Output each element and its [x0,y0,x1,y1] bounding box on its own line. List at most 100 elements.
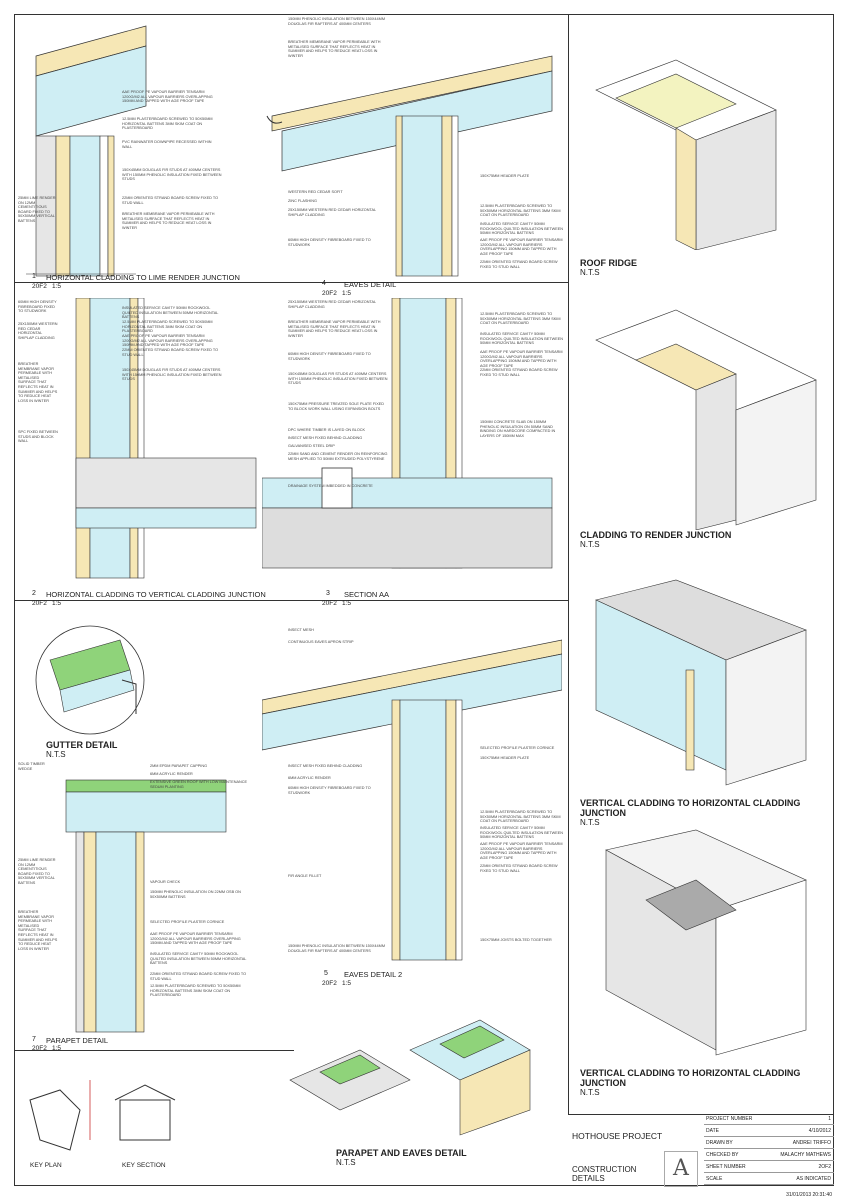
annotation: DRAINAGE SYSTEM IMBEDDED IN CONCRETE [288,484,373,488]
section-number: 7 [32,1036,36,1043]
annotation: EXTENSIVE GREEN ROOF WITH LOW MAINTENANC… [150,780,248,789]
annotation: INSECT MESH FIXED BEHIND CLADDING [288,436,363,440]
annotation: 22mm ORIENTED STRAND BOARD SCREW FIXED T… [480,864,558,873]
section-5-drawing [262,639,562,961]
section-2-drawing [75,298,257,579]
annotation: CONTINUOUS EAVES APRON STRIP [288,640,354,644]
annotation: 25X150mm WESTERN RED CEDAR HORIZONTAL SH… [288,300,376,309]
section-3-drawing [262,298,553,569]
scale: 1:5 [342,980,352,987]
sheet-ref: 20F2 [32,283,47,290]
section-title: SECTION AA [344,590,390,599]
annotation: 150mm PHENOLIC INSULATION BETWEEN 150x44… [288,944,385,953]
annotation: 150X75mm PRESSURE TREATED SOLE PLATE FIX… [288,402,385,411]
annotation: 6mm ACRYLIC RENDER [288,776,331,780]
annotation: GALVANISED STEEL DRIP [288,444,335,448]
row-divider [14,282,568,283]
annotation: 2mm EPDM PARAPET CAPPING [150,764,208,768]
section-title: HORIZONTAL CLADDING TO LIME RENDER JUNCT… [46,273,240,282]
annotation: VAPOUR CHECK [150,880,181,884]
annotation: SELECTED PROFILE PLASTER CORNICE [480,746,555,750]
annotation: 25mm LIME RENDER ON 12mm CEMENTITIOUS BO… [18,858,56,885]
annotation: AAE PROOF PE VAPOUR BARRIER TENSARM 1200… [480,842,563,860]
section-number: 5 [324,970,328,977]
annotation: BREATHER MEMBRANE VAPOR PERMEABLE WITH M… [288,320,381,338]
annotation: BREATHER MEMBRANE VAPOR PERMEABLE WITH M… [18,362,58,403]
annotation: 22mm ORIENTED STRAND BOARD SCREW FIXED T… [122,196,219,205]
annotation: AAE PROOF PE VAPOUR BARRIER TENSARM 1200… [122,334,213,348]
section-number: 3 [326,590,330,597]
signature-stamp: A [664,1151,698,1187]
annotation: 22mm SAND AND CEMENT RENDER ON REINFORCI… [288,452,388,461]
print-timestamp: 31/01/2013 20:31:40 [786,1192,832,1198]
annotation: 12.5mm PLASTERBOARD SCREWED TO 50X50mm H… [480,810,561,824]
key-section-label: KEY SECTION [122,1162,166,1169]
row-divider [14,600,568,601]
section-7-drawing [65,779,227,1033]
sheet-ref: 20F2 [32,600,47,607]
sheet-ref: 20F2 [322,980,337,987]
annotation: SELECTED PROFILE PLASTER CORNICE [150,920,225,924]
annotation: INSULATED SERVICE CAVITY 50mm ROCKWOOL Q… [480,826,564,840]
section-1-drawing [26,25,147,277]
section-title: HORIZONTAL CLADDING TO VERTICAL CLADDING… [46,590,266,599]
section-title: PARAPET DETAIL [46,1036,109,1045]
column-divider [568,14,569,1114]
annotation: 22mm ORIENTED STRAND BOARD SCREW FIXED T… [150,972,247,981]
annotation: AAE PROOF PE VAPOUR BARRIER TENSARM 1200… [480,350,563,368]
section-4-drawing [266,55,553,277]
annotation: 60mm HIGH DENSITY FIBREBOARD FIXED TO ST… [288,238,371,247]
cladding-render-3d [595,309,817,530]
annotation: INSECT MESH [288,628,314,632]
annotation: INSULATED SERVICE CAVITY 50mm ROCKWOOL Q… [150,952,247,966]
annotation: 12.5mm PLASTERBOARD SCREWED TO 50X50mm H… [122,117,213,131]
vert-horiz-title-1: VERTICAL CLADDING TO HORIZONTAL CLADDING… [580,798,801,827]
scale: 1:5 [52,600,62,607]
vert-horiz-3d-2 [605,829,807,1056]
scale: 1:5 [52,1045,62,1052]
annotation: 60mm HIGH DENSITY FIBREBOARD FIXED TO ST… [18,300,57,314]
annotation: 12.5mm PLASTERBOARD SCREWED TO 50X50mm H… [122,320,213,334]
roof-ridge-3d [595,59,777,250]
annotation: FIR ANGLE FILLET [288,874,322,878]
annotation: AAE PROOF PE VAPOUR BARRIER TENSARM 1200… [122,90,213,104]
vert-horiz-3d-1 [595,579,807,786]
project-name: HOTHOUSE PROJECT [572,1131,663,1141]
annotation: WESTERN RED CEDAR SOFIT [288,190,343,194]
annotation: 150X45mm DOUGLAS FIR STUDS AT 400mm CENT… [122,368,222,382]
parapet-eaves-3d [289,1019,531,1136]
annotation: DPC WHERE TIMBER IS LAYED ON BLOCK [288,428,366,432]
section-number: 4 [322,280,326,287]
annotation: BREATHER MEMBRANE VAPOR PERMEABLE WITH M… [122,212,215,230]
annotation: 12.5mm PLASTERBOARD SCREWED TO 50X50mm H… [480,312,561,326]
section-title: EAVES DETAIL 2 [344,970,403,979]
annotation: INSULATED SERVICE CAVITY 50mm ROCKWOOL Q… [480,332,564,346]
annotation: 6mm ACRYLIC RENDER [150,772,193,776]
annotation: 150mm PHENOLIC INSULATION ON 22mm OSB ON… [150,890,241,899]
annotation: PVC RAINWATER DOWNPIPE RECESSED WITHIN W… [122,140,212,149]
annotation: 60mm HIGH DENSITY FIBREBOARD FIXED TO ST… [288,786,371,795]
annotation: BREATHER MEMBRANE VAPOR PERMEABLE WITH M… [288,40,381,58]
annotation: 22mm ORIENTED STRAND BOARD SCREW FIXED T… [122,348,219,357]
scale: 1:5 [52,283,62,290]
section-number: 1 [32,273,36,280]
annotation: 22mm ORIENTED STRAND BOARD SCREW FIXED T… [480,368,558,377]
section-title: EAVES DETAIL [344,280,397,289]
drawing-title: CONSTRUCTION DETAILS [572,1165,637,1183]
sheet-ref: 20F2 [32,1045,47,1052]
annotation: 150mm PHENOLIC INSULATION BETWEEN 150x44… [288,17,385,26]
annotation: 12.5mm PLASTERBOARD SCREWED TO 50X50mm H… [480,204,561,218]
title-block: HOTHOUSE PROJECT CONSTRUCTION DETAILS A … [568,1114,834,1187]
section-number: 2 [32,590,36,597]
annotation: ZINC FLASHING [288,199,317,203]
sheet-ref: 20F2 [322,290,337,297]
annotation: INSULATED SERVICE CAVITY 50mm ROCKWOOL Q… [480,222,564,236]
